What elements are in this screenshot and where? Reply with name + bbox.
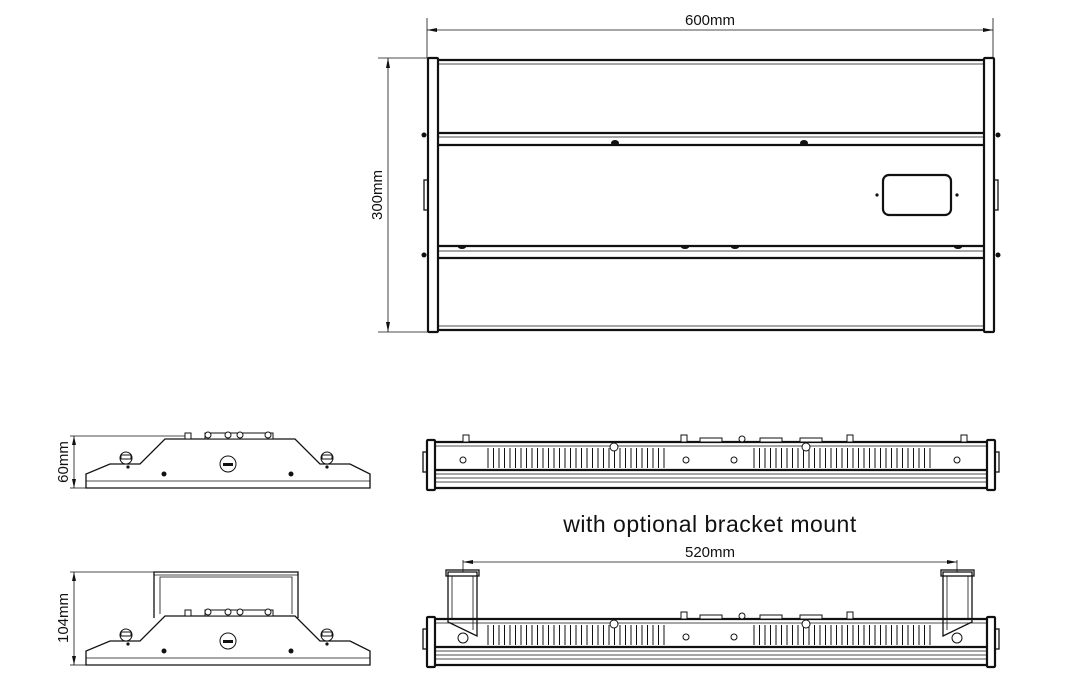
dim-top-height: 300mm <box>369 170 386 220</box>
heatsink-fins <box>487 625 931 645</box>
front-view <box>422 434 1000 492</box>
bracket-front-view: 520mm <box>422 544 1000 669</box>
top-view: 600mm 300mm <box>369 12 1001 334</box>
bracket-side-view: 104mm <box>55 571 371 666</box>
side-view: 60mm <box>55 431 371 489</box>
heatsink-fins <box>487 448 931 468</box>
bracket-caption: with optional bracket mount <box>562 511 857 537</box>
dim-bracket-span: 520mm <box>685 544 735 561</box>
dim-bracket-side-height: 104mm <box>55 593 72 643</box>
dim-side-height: 60mm <box>55 441 72 483</box>
dim-top-width: 600mm <box>685 12 735 29</box>
